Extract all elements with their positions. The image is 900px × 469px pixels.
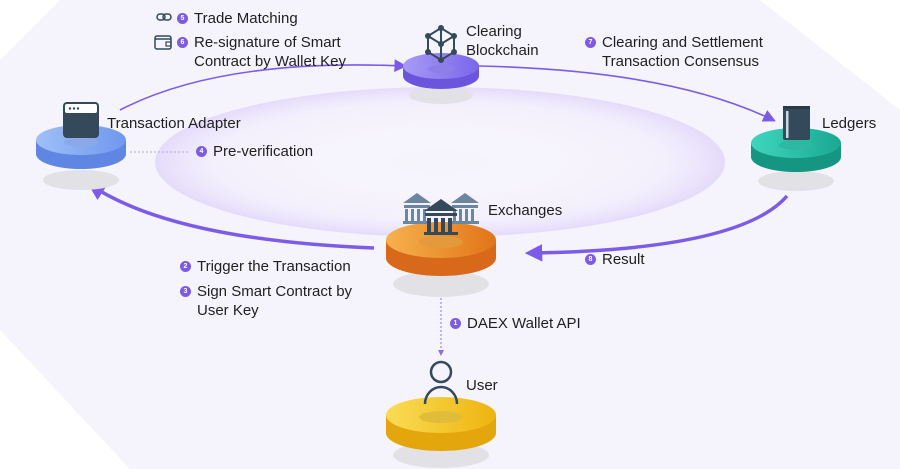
step-8-result: 8 Result: [585, 250, 645, 269]
bank-buildings-icon: [403, 193, 479, 235]
step-text-line: Re-signature of Smart: [194, 34, 341, 51]
node-label-ledgers: Ledgers: [822, 115, 877, 132]
step-text-line: Transaction Consensus: [602, 53, 760, 70]
step-text: Sign Smart Contract by User Key: [197, 282, 352, 320]
node-label-transaction-adapter: Transaction Adapter: [107, 115, 241, 132]
user-person-icon: [423, 360, 459, 405]
step-badge: 6: [177, 37, 188, 48]
step-badge: 5: [177, 13, 188, 24]
link-icon: [156, 13, 172, 21]
step-5-trade-matching: 5 Trade Matching: [156, 9, 298, 28]
platform-transaction-adapter: [36, 125, 126, 190]
step-text-line: Clearing and Settlement: [602, 34, 763, 51]
step-badge: 8: [585, 254, 596, 265]
step-text-line: Contract by Wallet Key: [194, 53, 346, 70]
arrow-ledgers-to-exchanges: [524, 194, 789, 262]
book-icon: [783, 106, 810, 140]
arrow-exchanges-to-adapter: [87, 183, 375, 250]
step-text-line: Sign Smart Contract by: [197, 283, 353, 300]
node-label-clearing-blockchain: Clearing Blockchain: [466, 22, 539, 60]
step-text: Result: [602, 251, 645, 268]
node-label-exchanges: Exchanges: [488, 202, 563, 219]
step-badge: 7: [585, 37, 596, 48]
arrowhead-down: [438, 350, 444, 356]
center-ellipse: [155, 87, 725, 237]
label-line: Clearing: [466, 23, 522, 40]
platform-user: [386, 397, 496, 468]
step-4-pre-verification: 4 Pre-verification: [196, 142, 313, 161]
step-1-daex-wallet-api: 1 DAEX Wallet API: [450, 314, 581, 333]
node-label-user: User: [466, 377, 498, 394]
step-badge: 4: [196, 146, 207, 157]
arrow-blockchain-to-ledgers: [477, 65, 776, 122]
step-text: Pre-verification: [213, 143, 314, 160]
step-text: Trigger the Transaction: [197, 258, 351, 275]
step-badge: 3: [180, 286, 191, 297]
step-text-line: User Key: [197, 302, 259, 319]
step-3-sign-smart-contract: 3 Sign Smart Contract by User Key: [180, 282, 352, 320]
step-badge: 2: [180, 261, 191, 272]
step-text: Trade Matching: [194, 10, 298, 27]
step-badge: 1: [450, 318, 461, 329]
platform-ledgers: [751, 128, 841, 191]
platform-exchanges: [386, 222, 496, 297]
arrow-adapter-to-blockchain: [119, 59, 408, 111]
step-2-trigger-transaction: 2 Trigger the Transaction: [180, 257, 351, 276]
wallet-icon: [154, 35, 172, 50]
step-text: DAEX Wallet API: [467, 315, 581, 332]
browser-window-icon: [63, 102, 99, 138]
label-line: Blockchain: [466, 42, 539, 59]
platform-clearing-blockchain: [403, 53, 479, 104]
cube-network-icon: [425, 25, 457, 63]
